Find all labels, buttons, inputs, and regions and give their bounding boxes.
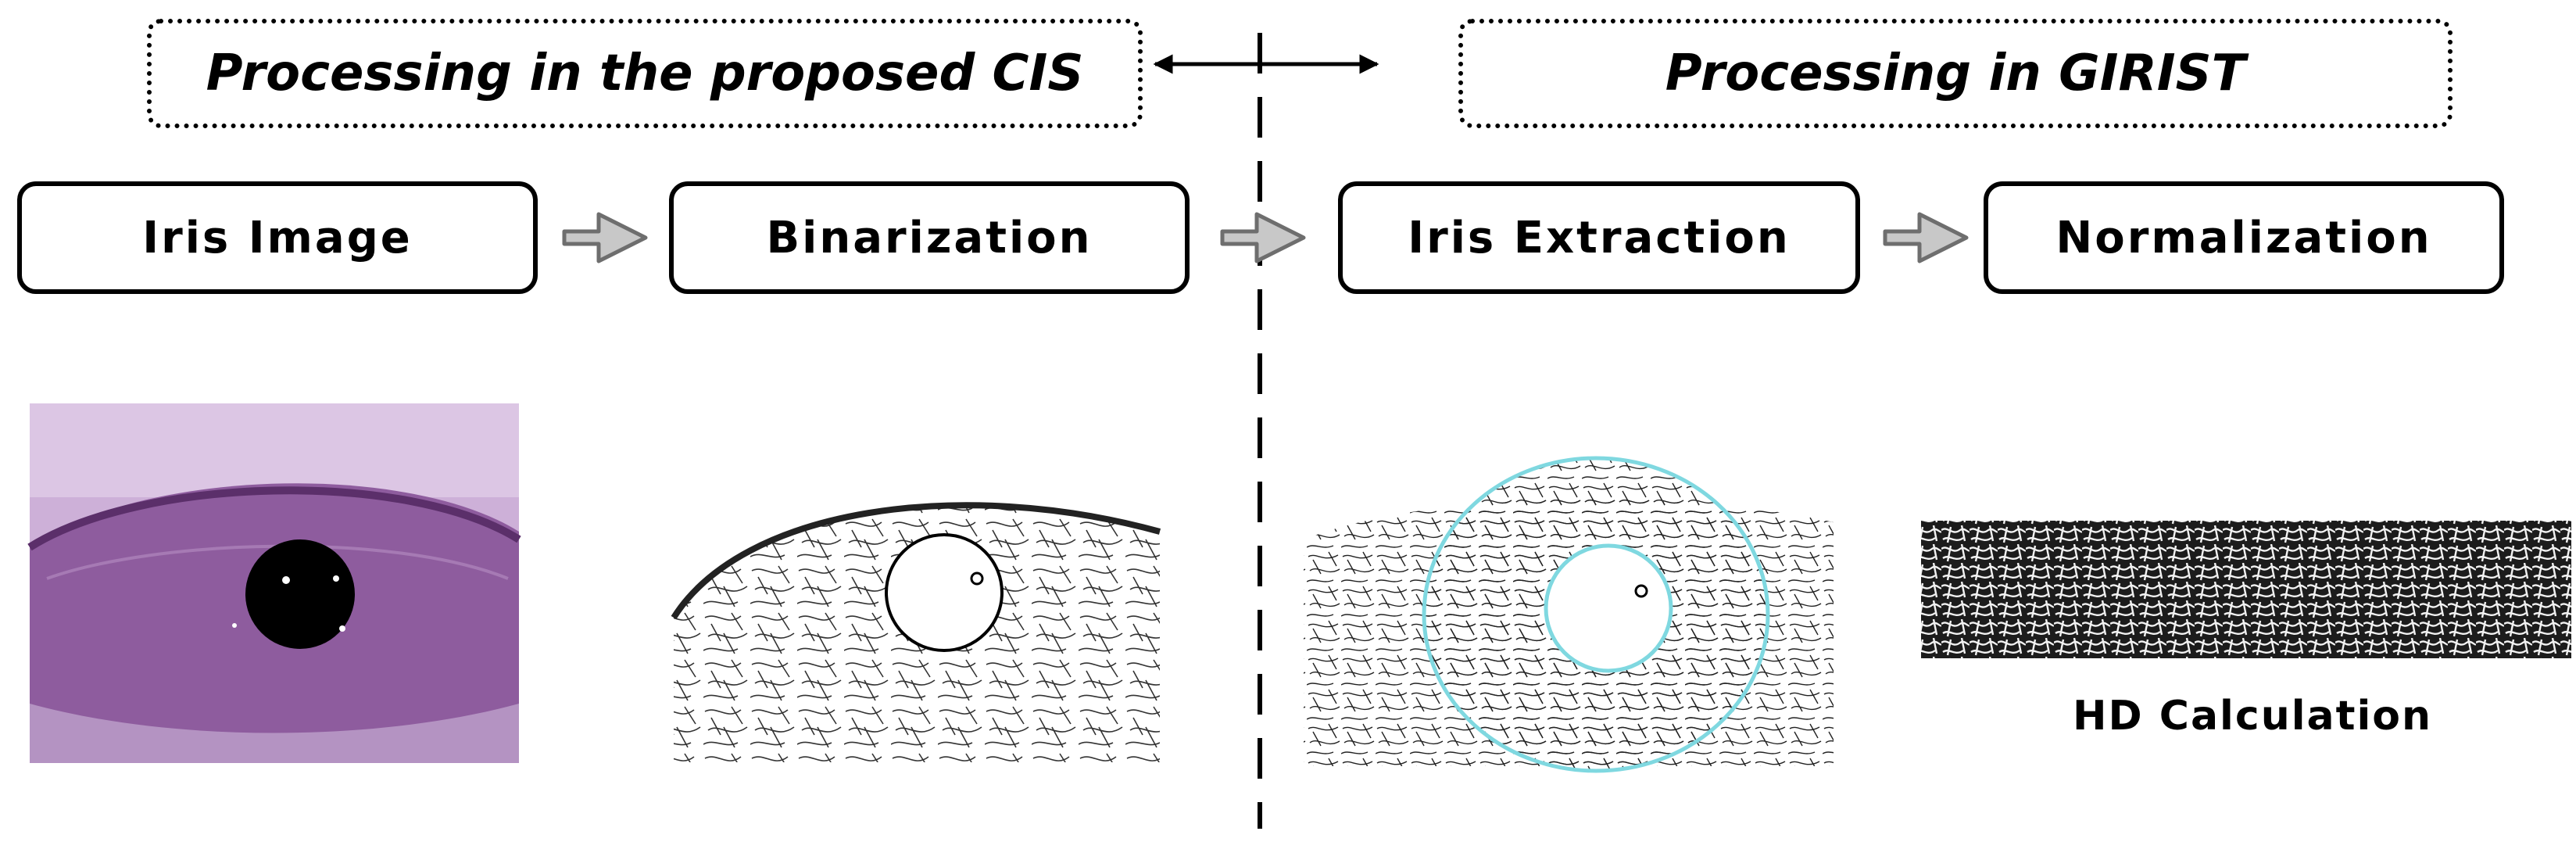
step-iris-extraction: Iris Extraction [1338,181,1860,294]
iris-photo [27,403,521,763]
hd-calculation-caption: HD Calculation [2073,693,2433,740]
step-binarization: Binarization [669,181,1190,294]
cis-section-box: Processing in the proposed CIS [147,19,1143,128]
normalized-iris-texture [1921,521,2571,658]
cis-section-title: Processing in the proposed CIS [206,45,1084,102]
step-normalization-label: Normalization [2055,212,2432,263]
binarization-image [671,502,1161,762]
step-iris-image: Iris Image [17,181,538,294]
iris-extraction-image [1304,456,1834,773]
step-iris-image-label: Iris Image [142,212,413,263]
girist-section-title: Processing in GIRIST [1665,45,2246,102]
hollow-right-arrow-icon [1883,212,1969,263]
girist-section-box: Processing in GIRIST [1458,19,2453,128]
step-binarization-label: Binarization [766,212,1093,263]
hollow-right-arrow-icon [1220,212,1306,263]
step-iris-extraction-label: Iris Extraction [1408,212,1791,263]
hollow-right-arrow-icon [562,212,648,263]
step-normalization: Normalization [1984,181,2504,294]
